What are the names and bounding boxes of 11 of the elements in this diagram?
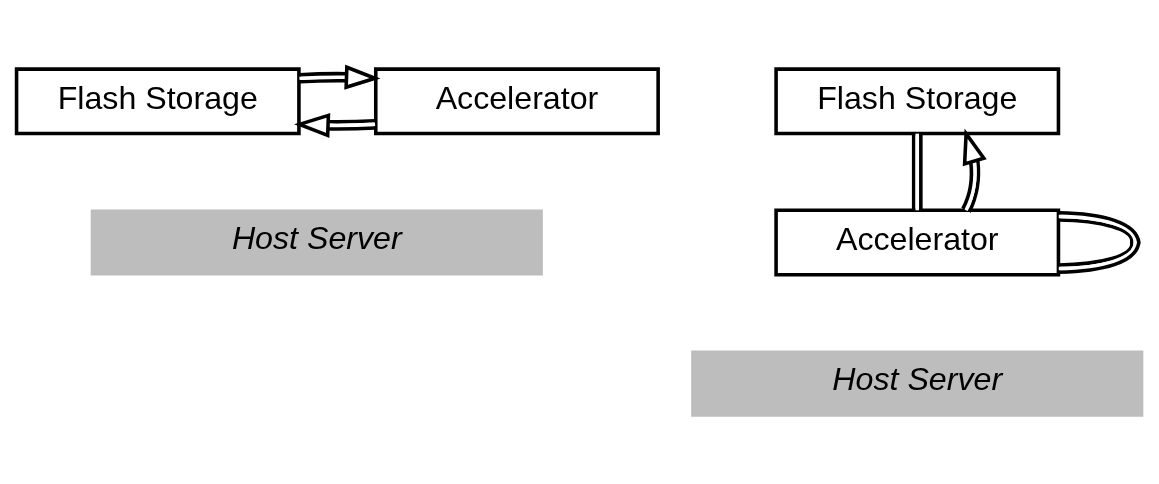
node-box: Accelerator <box>774 208 1061 276</box>
arrow <box>294 112 376 138</box>
node-box: Host Server <box>691 350 1144 417</box>
arrow <box>299 64 381 90</box>
node-box: Host Server <box>90 208 543 276</box>
node-box: Flash Storage <box>774 66 1061 135</box>
node-box: Accelerator <box>374 66 660 135</box>
connector <box>911 133 923 210</box>
connector <box>1058 210 1141 274</box>
arrow <box>961 127 987 213</box>
node-box: Flash Storage <box>14 66 301 135</box>
